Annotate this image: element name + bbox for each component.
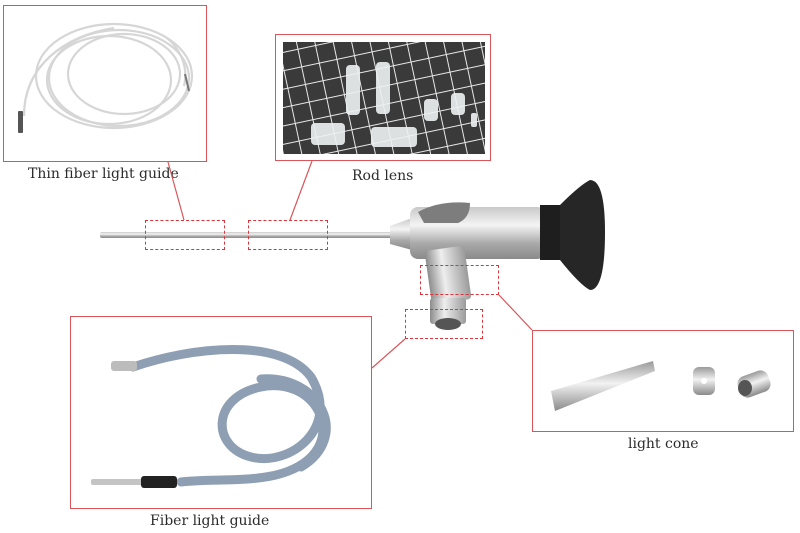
fiber-light-guide-panel bbox=[70, 316, 372, 509]
light-cone-panel bbox=[532, 330, 794, 432]
rod-lens-image bbox=[283, 42, 485, 154]
light-cone-image bbox=[551, 361, 771, 411]
fiber-guide-highlight bbox=[405, 309, 483, 339]
thin-fiber-coil-image bbox=[18, 22, 194, 133]
rod-lens-panel bbox=[275, 34, 491, 161]
light-cone-highlight bbox=[420, 265, 499, 295]
rod-lens-highlight bbox=[248, 220, 328, 250]
light-cone-caption: light cone bbox=[628, 436, 699, 452]
thin-fiber-caption: Thin fiber light guide bbox=[28, 166, 179, 182]
thin-fiber-highlight bbox=[145, 220, 225, 250]
fiber-light-guide-caption: Fiber light guide bbox=[150, 513, 270, 529]
rod-lens-caption: Rod lens bbox=[352, 168, 414, 184]
thin-fiber-panel bbox=[3, 5, 207, 162]
fiber-cable-image bbox=[91, 345, 331, 488]
